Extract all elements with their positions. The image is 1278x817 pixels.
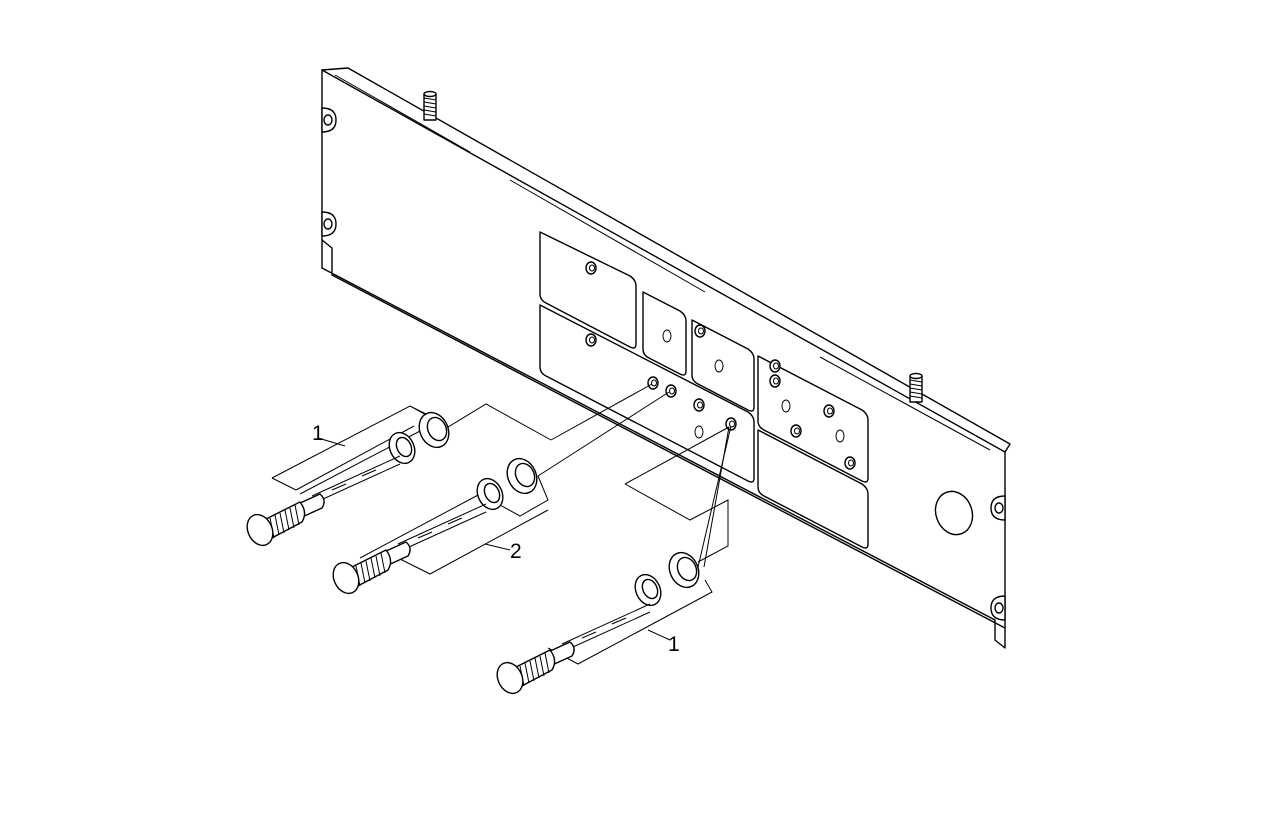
callout-label-1-upper: 1 (312, 422, 324, 445)
fastener-group-lower: 1 (491, 483, 729, 699)
panel-windows (539, 231, 869, 549)
assembly-lines (537, 383, 732, 581)
callout-label-2: 2 (510, 540, 522, 563)
fastener-group-upper: 1 (241, 403, 552, 551)
fastener-group-middle: 2 (327, 453, 549, 599)
callout-label-1-lower: 1 (668, 633, 680, 656)
front-panel (321, 67, 1011, 649)
